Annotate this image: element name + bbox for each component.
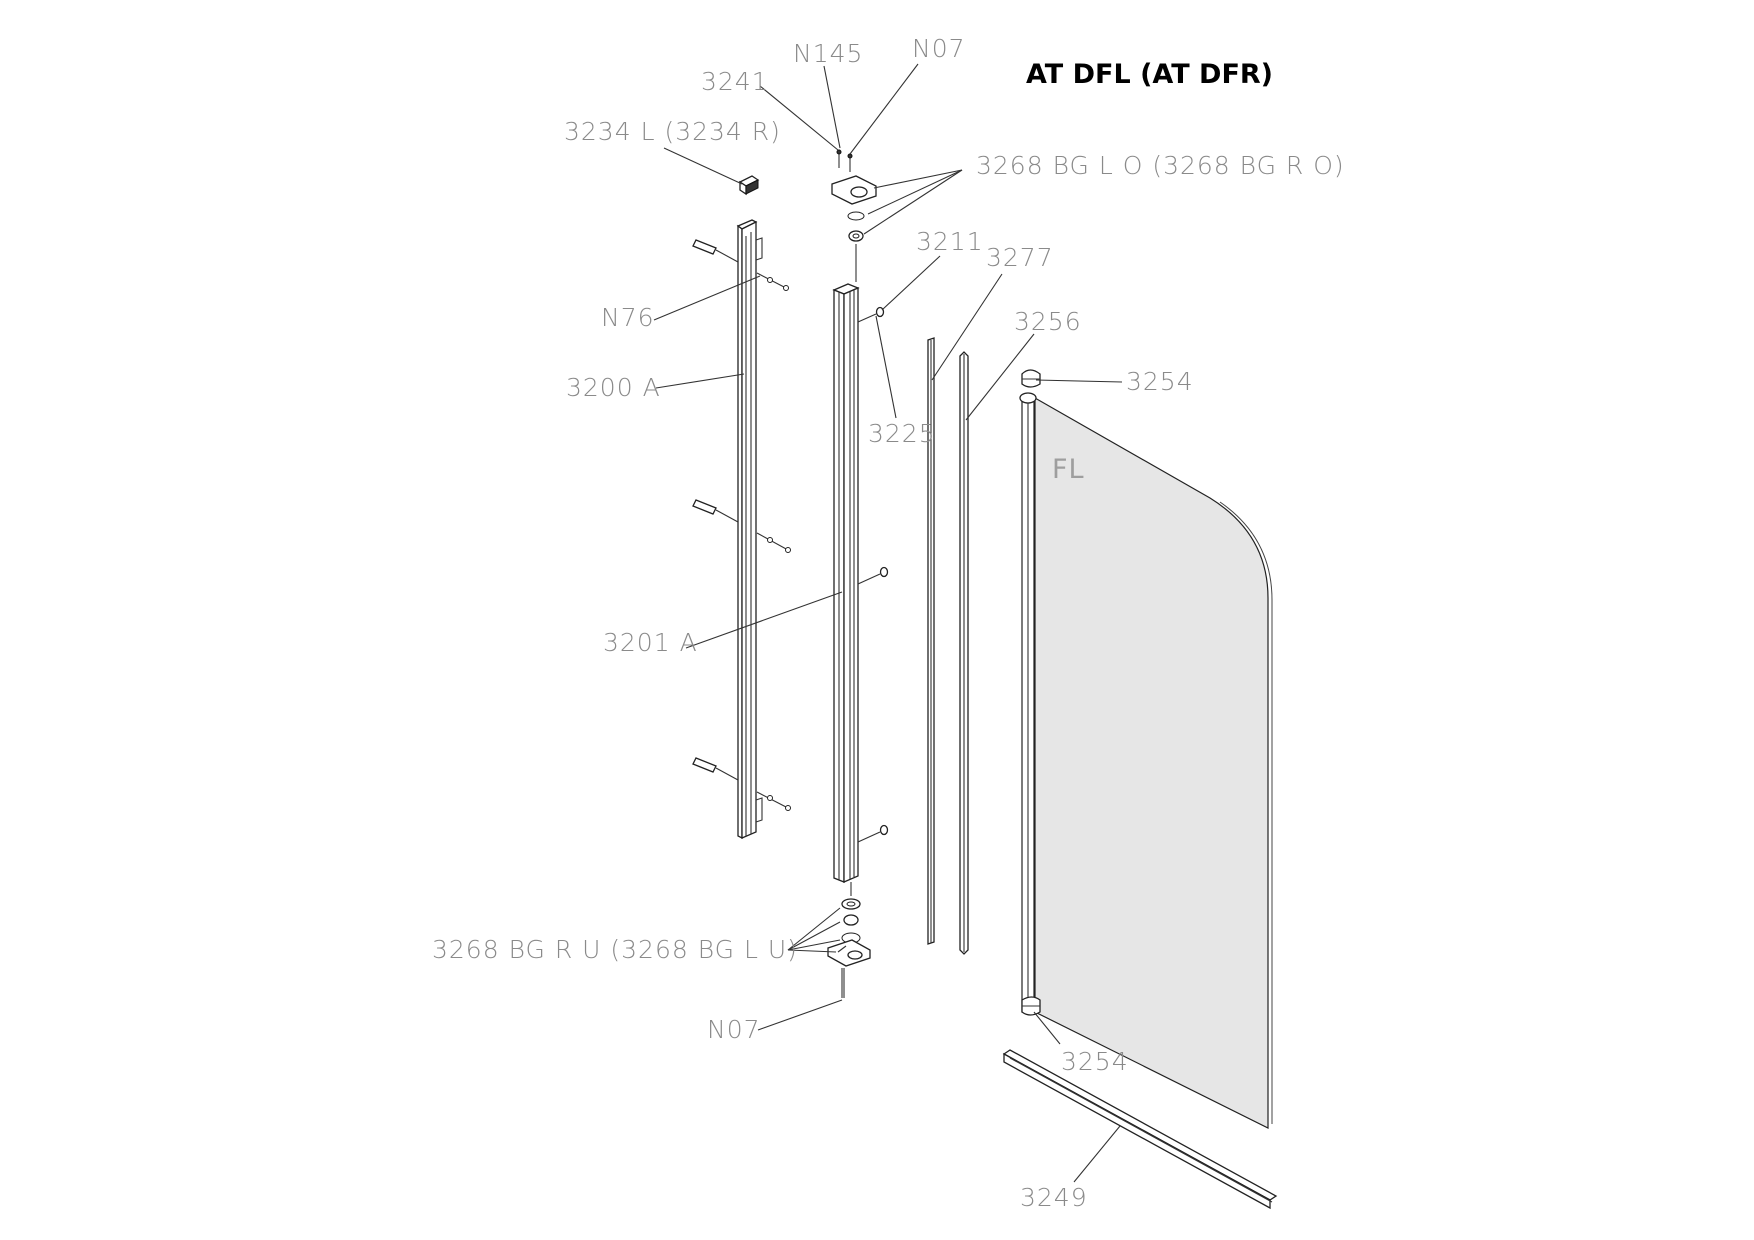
label-3200a: 3200 A: [566, 373, 661, 402]
label-3254-bottom: 3254: [1061, 1047, 1129, 1076]
bottom-sweep-3249: [1002, 1049, 1278, 1210]
label-3234: 3234 L (3234 R): [564, 117, 781, 146]
label-3211: 3211: [916, 227, 984, 256]
screw-3225-middle: [857, 566, 889, 585]
screw-3225-bottom: [857, 824, 889, 843]
seal-3256: [959, 351, 969, 955]
label-n07-bottom: N07: [707, 1015, 761, 1044]
leader-lines: [653, 63, 1123, 1183]
label-3225: 3225: [868, 419, 936, 448]
label-n145: N145: [793, 39, 863, 68]
wall-plug-middle: [692, 499, 791, 553]
glass-panel: FL: [1019, 392, 1273, 1129]
label-n76: N76: [601, 303, 655, 332]
label-3254-top: 3254: [1126, 367, 1194, 396]
label-3277: 3277: [986, 243, 1054, 272]
label-3249: 3249: [1020, 1183, 1088, 1212]
top-hinge-assembly: [831, 149, 877, 282]
screw-3225-top: [857, 306, 885, 323]
wall-plug-bottom: [692, 757, 791, 811]
label-3268-bottom: 3268 BG R U (3268 BG L U): [432, 935, 798, 964]
seal-3277: [927, 337, 935, 945]
diagram-title: AT DFL (AT DFR): [1026, 59, 1273, 90]
profile-3201a: [832, 283, 860, 883]
bottom-hinge-assembly: [827, 882, 871, 998]
glass-label: FL: [1052, 454, 1085, 485]
label-3268-top: 3268 BG L O (3268 BG R O): [976, 151, 1345, 180]
label-n07-top: N07: [912, 34, 966, 63]
part-labels: N145 N07 3241 3234 L (3234 R) 3268 BG L …: [432, 34, 1345, 1212]
label-3201a: 3201 A: [603, 628, 698, 657]
hinge-cap-3254-bottom: [1021, 996, 1041, 1016]
wall-plug-top: [692, 239, 789, 291]
end-cap-3234: [738, 175, 760, 196]
label-3241: 3241: [701, 67, 769, 96]
wall-profile-3200a: [736, 219, 763, 840]
label-3256: 3256: [1014, 307, 1082, 336]
hinge-cap-3254-top: [1021, 369, 1041, 388]
